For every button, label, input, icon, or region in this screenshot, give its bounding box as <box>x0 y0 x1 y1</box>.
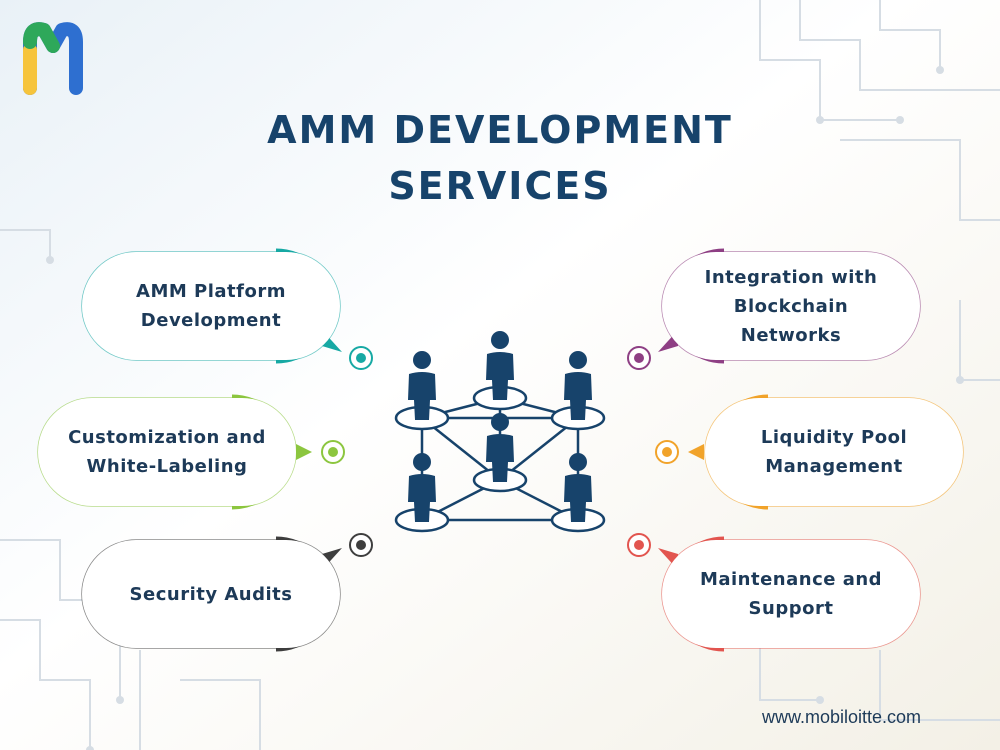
service-label-line: Development <box>140 310 282 331</box>
page-title-line-1: AMM DEVELOPMENT <box>267 108 733 152</box>
service-label-line: Customization and <box>68 427 266 448</box>
connector-pointer <box>296 444 312 460</box>
service-label-line: AMM Platform <box>136 281 286 302</box>
service-label-line: Liquidity Pool <box>760 427 908 448</box>
connector-pointer <box>688 444 704 460</box>
service-label-line: Maintenance and <box>699 569 883 590</box>
service-label-line: Security Audits <box>129 583 293 605</box>
target-dot-icon <box>627 346 651 370</box>
service-label-line: Networks <box>740 324 842 346</box>
service-label-line: Support <box>748 598 834 619</box>
person-icon <box>550 453 606 533</box>
service-label-line: Integration with <box>704 266 878 288</box>
target-dot-icon <box>321 440 345 464</box>
person-icon <box>472 331 528 411</box>
target-dot-icon <box>349 346 373 370</box>
service-security-audits: Security Audits <box>82 540 340 648</box>
target-dot-icon <box>627 533 651 557</box>
target-dot-icon <box>655 440 679 464</box>
person-icon <box>472 413 528 493</box>
person-icon <box>394 453 450 533</box>
footer-website: www.mobiloitte.com <box>762 707 922 727</box>
m-logo-icon <box>23 22 83 95</box>
person-icon <box>394 351 450 431</box>
service-label-line: Blockchain <box>733 295 849 317</box>
service-label-line: Management <box>765 456 903 477</box>
service-label-line: White-Labeling <box>86 456 248 477</box>
person-icon <box>550 351 606 431</box>
target-dot-icon <box>349 533 373 557</box>
page-title-line-2: SERVICES <box>388 164 612 208</box>
